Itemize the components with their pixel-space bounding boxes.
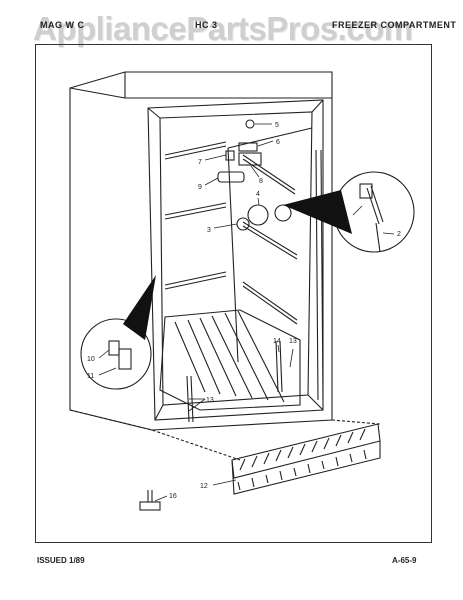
label-12: 12 [200, 483, 208, 490]
part-switch [274, 204, 292, 222]
label-9: 9 [198, 184, 202, 191]
header-mid: HC 3 [195, 20, 218, 30]
label-10: 10 [87, 356, 95, 363]
label-3: 3 [207, 227, 211, 234]
callout-wedge-left [123, 275, 156, 340]
label-2: 2 [397, 231, 401, 238]
label-13b: 13 [289, 338, 297, 345]
part-5 [245, 119, 255, 129]
label-11: 11 [87, 373, 94, 380]
label-7: 7 [198, 159, 202, 166]
part-6 [238, 142, 258, 152]
label-8: 8 [259, 178, 263, 185]
part-9 [217, 171, 245, 183]
label-14: 14 [273, 338, 281, 345]
part-7 [225, 150, 235, 161]
grille [231, 423, 381, 479]
basket [159, 309, 301, 411]
page-number: A-65-9 [392, 556, 417, 565]
label-16: 16 [169, 493, 177, 500]
cabinet-outline [69, 71, 333, 431]
callout-wedge-right [283, 190, 352, 234]
label-13a: 13 [206, 397, 214, 404]
label-1: 1 [345, 218, 349, 225]
cabinet-liner [147, 99, 324, 421]
header-right: FREEZER COMPARTMENT [332, 20, 457, 30]
label-5: 5 [275, 122, 279, 129]
part-8 [238, 152, 262, 166]
watermark: AppliancePartsPros.com [33, 10, 413, 47]
header-left: MAG W C [40, 20, 85, 30]
label-6: 6 [276, 139, 280, 146]
detail-circle-left [80, 318, 152, 390]
label-4: 4 [256, 191, 260, 198]
issued-date: ISSUED 1/89 [37, 556, 85, 565]
part-4 [247, 204, 269, 226]
diagram-frame [35, 44, 432, 543]
